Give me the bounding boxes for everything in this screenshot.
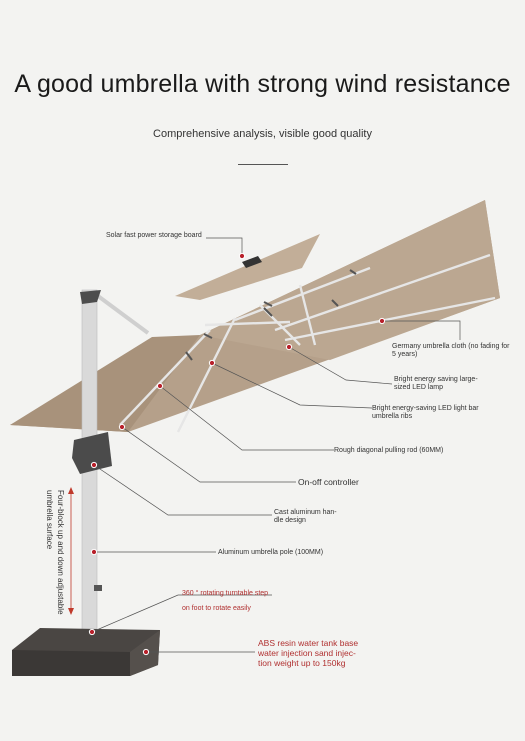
turntable-step — [94, 585, 102, 591]
marker-pulling-rod — [156, 382, 164, 390]
rib-joints — [185, 269, 357, 361]
marker-pole — [90, 548, 98, 556]
marker-led-bar — [208, 359, 216, 367]
label-pulling-rod: Rough diagonal pulling rod (60MM) — [334, 447, 444, 454]
canopy-shadow-left — [10, 335, 200, 432]
umbrella-ribs — [119, 253, 496, 433]
marker-base — [142, 648, 150, 656]
label-led-lamp: Bright energy saving large- sized LED la… — [394, 376, 478, 391]
solar-board — [242, 256, 262, 268]
page-title: A good umbrella with strong wind resista… — [14, 70, 511, 98]
label-adjustable-surface: Four-block up and down adjustable umbrel… — [45, 490, 65, 615]
label-rotate: on foot to rotate easily — [182, 605, 251, 612]
label-onoff: On-off controller — [298, 477, 359, 487]
label-led-bar: Bright energy-saving LED light bar umbre… — [372, 405, 479, 420]
label-tank: ABS resin water tank base water injectio… — [258, 638, 359, 668]
label-solar: Solar fast power storage board — [106, 232, 202, 239]
label-turntable: 360 ° rotating turntable step — [182, 590, 269, 597]
base-front — [12, 650, 130, 676]
marker-handle — [90, 461, 98, 469]
leader-lines — [91, 237, 461, 653]
title-divider — [238, 164, 288, 165]
marker-onoff — [118, 423, 126, 431]
label-pole: Aluminum umbrella pole (100MM) — [218, 549, 324, 556]
marker-led-lamp — [285, 343, 293, 351]
support-arm — [96, 294, 150, 335]
cast-handle — [72, 432, 112, 474]
marker-solar — [238, 252, 246, 260]
label-cloth: Germany umbrella cloth (no fading for 5 … — [392, 343, 510, 358]
marker-cloth — [378, 317, 386, 325]
page-subtitle: Comprehensive analysis, visible good qua… — [153, 128, 372, 140]
label-handle: Cast aluminum han- dle design — [274, 509, 337, 524]
red-markers — [88, 252, 386, 656]
marker-turntable — [88, 628, 96, 636]
pole-top-cap — [80, 290, 101, 304]
